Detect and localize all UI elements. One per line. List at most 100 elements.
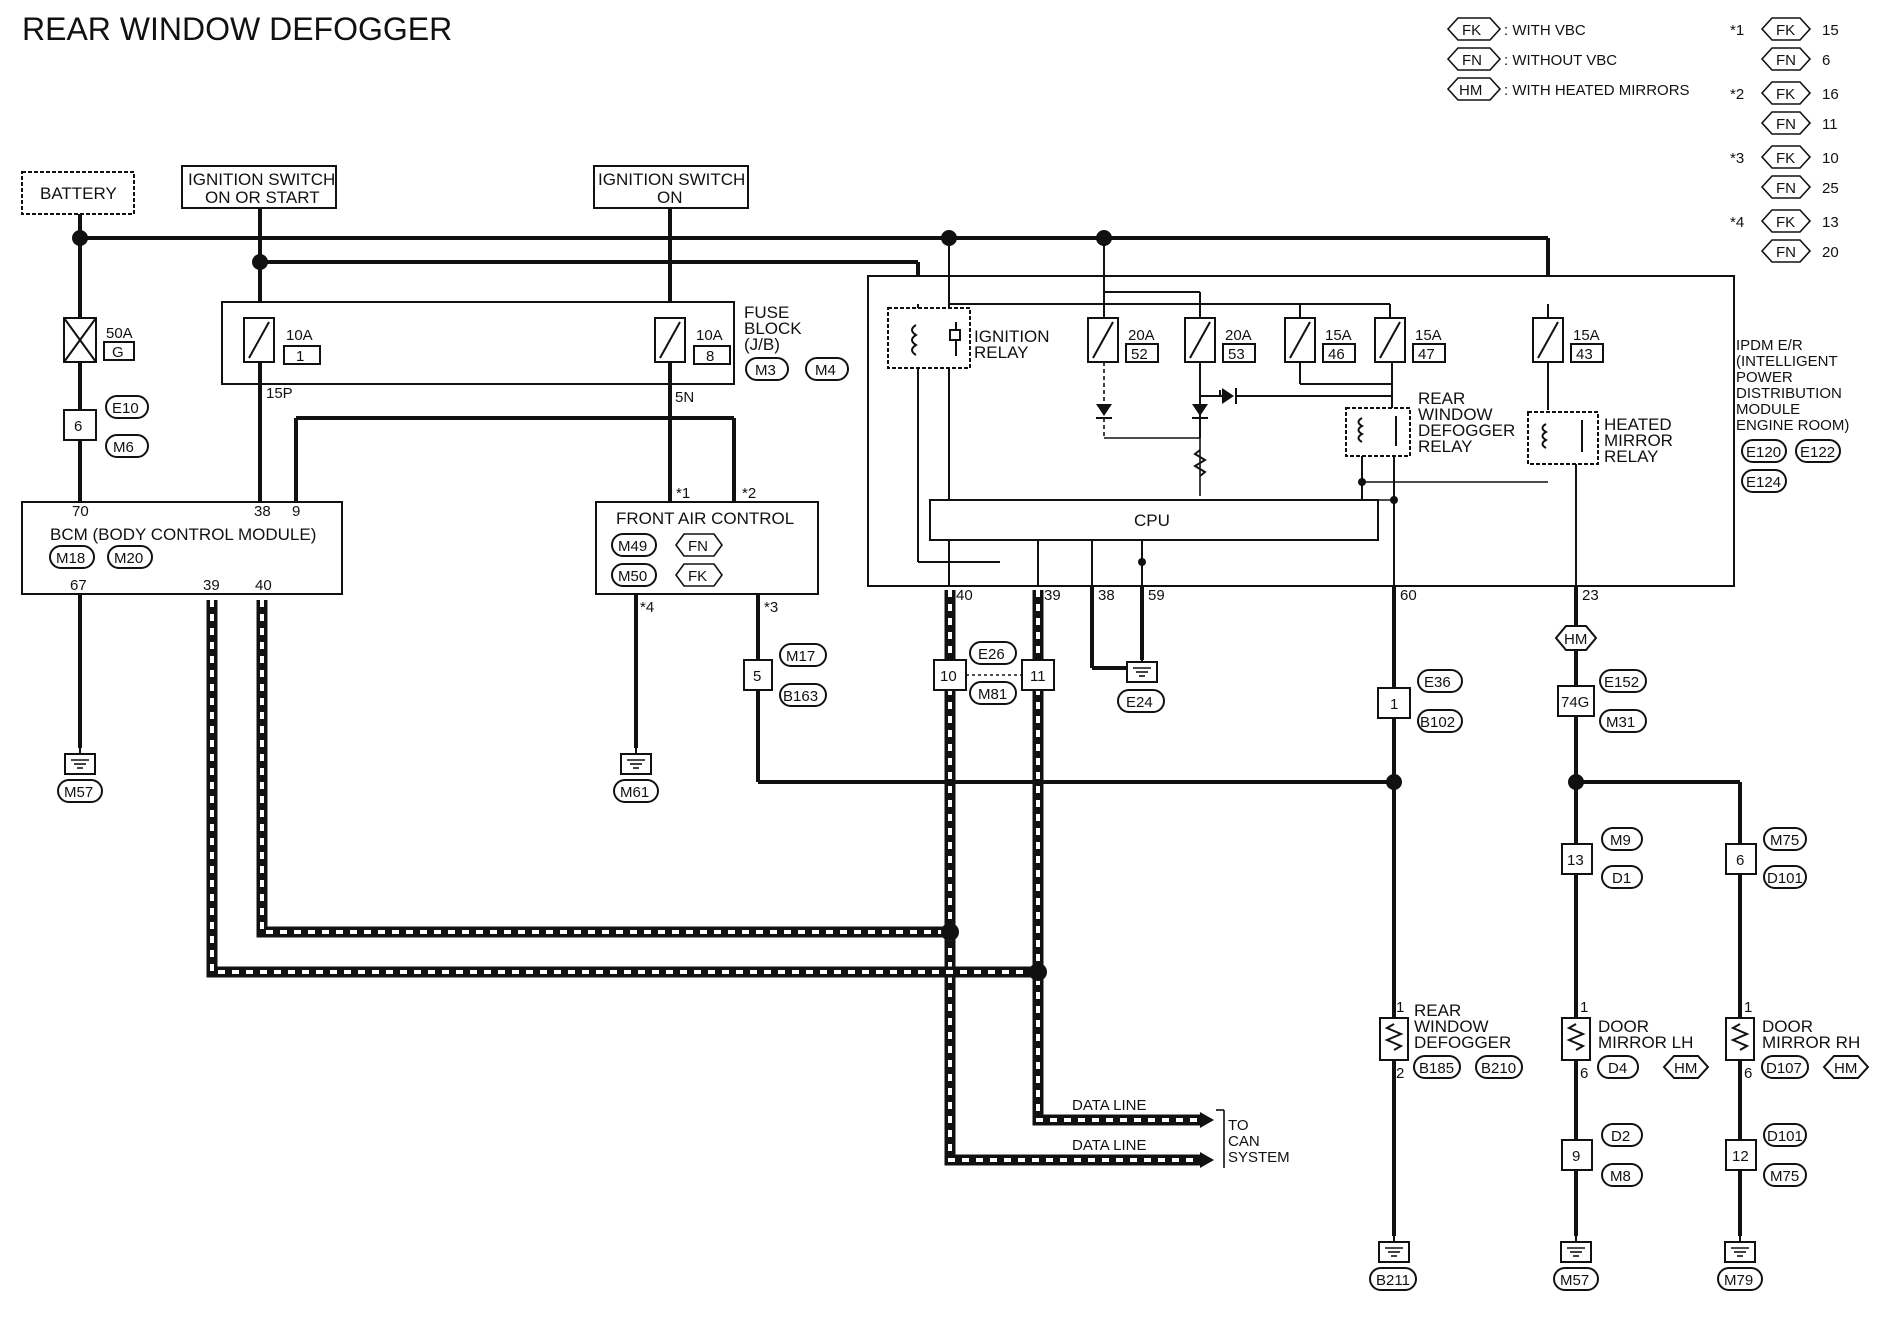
tag-fk: FK [688, 568, 707, 585]
battery-label: BATTERY [40, 184, 117, 203]
note-value: 10 [1822, 150, 1839, 167]
connector-d101: D101 [1767, 870, 1803, 887]
connector-m6: M6 [113, 439, 134, 456]
bcm-pin: 9 [292, 503, 300, 520]
ipdm-pin: 23 [1582, 587, 1599, 604]
fuse-rating: 20A [1128, 327, 1155, 344]
ignition-on-start-line1: IGNITION SWITCH [188, 170, 335, 189]
connector-m81: M81 [978, 686, 1007, 703]
connector-m31: M31 [1606, 714, 1635, 731]
pin-5: 5 [753, 668, 761, 685]
load-pin: 2 [1396, 1065, 1404, 1082]
connector-b163: B163 [783, 688, 818, 705]
ipdm-label: IPDM E/R [1736, 337, 1803, 354]
fuse-block [221, 301, 735, 385]
can-data-lines [206, 590, 1214, 1168]
connector-m20: M20 [114, 550, 143, 567]
load-pin: 1 [1744, 999, 1752, 1016]
door-mirror-rh-label: DOOR [1762, 1017, 1813, 1036]
connector-e10: E10 [112, 400, 139, 417]
note-mark: *4 [1730, 214, 1744, 231]
bcm-pin: 38 [254, 503, 271, 520]
fuse-id: 47 [1418, 346, 1435, 363]
connector-m4: M4 [815, 362, 836, 379]
pin-74g: 74G [1561, 694, 1589, 711]
connector-b185: B185 [1419, 1060, 1454, 1077]
pin-12: 12 [1732, 1148, 1749, 1165]
ignition-on-line2: ON [657, 188, 683, 207]
bcm-pin: 39 [203, 577, 220, 594]
connector-tag [105, 395, 149, 419]
connector-e26: E26 [978, 646, 1005, 663]
legend-hm-tag: HM [1459, 82, 1482, 99]
fuse-id: G [112, 344, 124, 361]
note-tag-fn: FN [1776, 52, 1796, 69]
battery-bus [72, 208, 1550, 318]
cpu-label: CPU [1134, 511, 1170, 530]
bcm-pin: 40 [255, 577, 272, 594]
legend-fk-tag: FK [1462, 22, 1481, 39]
fuse-rating: 20A [1225, 327, 1252, 344]
bcm-pin: 70 [72, 503, 89, 520]
fac-pin-note: *4 [640, 599, 654, 616]
note-value: 16 [1822, 86, 1839, 103]
note-tag-fn: FN [1776, 180, 1796, 197]
tag-hm: HM [1834, 1060, 1857, 1077]
door-mirror-rh-label: MIRROR RH [1762, 1033, 1860, 1052]
bcm-name: BCM (BODY CONTROL MODULE) [50, 525, 316, 544]
fuse-block-label: BLOCK [744, 319, 802, 338]
fuse-id: 8 [706, 348, 714, 365]
fac-pin-note: *1 [676, 485, 690, 502]
connector-d2: D2 [1611, 1128, 1630, 1145]
connector-m50: M50 [618, 568, 647, 585]
connector-b210: B210 [1481, 1060, 1516, 1077]
rear-defogger-relay-label: RELAY [1418, 437, 1473, 456]
wire-label-15p: 15P [266, 385, 293, 402]
load-pin: 6 [1744, 1065, 1752, 1082]
ignition-on-line1: IGNITION SWITCH [598, 170, 745, 189]
ipdm-pin: 40 [956, 587, 973, 604]
ipdm-label: MODULE [1736, 401, 1800, 418]
connector-m8: M8 [1610, 1168, 1631, 1185]
connector-d4: D4 [1608, 1060, 1627, 1077]
load-pin: 1 [1396, 999, 1404, 1016]
pin-10: 10 [940, 668, 957, 685]
heated-mirror-relay-label: RELAY [1604, 447, 1659, 466]
connector-d107: D107 [1766, 1060, 1802, 1077]
fuse-rating: 15A [1325, 327, 1352, 344]
rear-defogger-relay-label: WINDOW [1418, 405, 1493, 424]
connector-tag [105, 434, 149, 458]
ground-m57: M57 [1560, 1272, 1589, 1289]
tag-fn: FN [688, 538, 708, 555]
ipdm-pin: 39 [1044, 587, 1061, 604]
heated-mirror-relay-label: HEATED [1604, 415, 1672, 434]
ground-b211: B211 [1376, 1272, 1410, 1289]
fuse-rating: 10A [286, 327, 313, 344]
ipdm-pin: 60 [1400, 587, 1417, 604]
connector-m18: M18 [56, 550, 85, 567]
tag-hm: HM [1674, 1060, 1697, 1077]
connector-m9: M9 [1610, 832, 1631, 849]
note-tag-fk: FK [1776, 22, 1795, 39]
connector-m17: M17 [786, 648, 815, 665]
note-value: 11 [1822, 116, 1838, 133]
note-value: 20 [1822, 244, 1839, 261]
connector-m75: M75 [1770, 832, 1799, 849]
page-title: REAR WINDOW DEFOGGER [22, 11, 452, 47]
fuse-block-label: (J/B) [744, 335, 780, 354]
note-tag-fk: FK [1776, 214, 1795, 231]
ignition-relay-label: IGNITION [974, 327, 1050, 346]
legend-fk-text: : WITH VBC [1504, 22, 1586, 39]
pin-13: 13 [1567, 852, 1584, 869]
rear-window-defogger-label: DEFOGGER [1414, 1033, 1511, 1052]
fuse-block-label: FUSE [744, 303, 789, 322]
connector-pin [63, 409, 97, 441]
ignition-relay-label: RELAY [974, 343, 1029, 362]
can-target: SYSTEM [1228, 1149, 1290, 1166]
ipdm-cpu [929, 499, 1379, 541]
fuse-id: 46 [1328, 346, 1345, 363]
connector-e124: E124 [1746, 474, 1781, 491]
fuse-rating: 15A [1573, 327, 1600, 344]
load-pin: 6 [1580, 1065, 1588, 1082]
